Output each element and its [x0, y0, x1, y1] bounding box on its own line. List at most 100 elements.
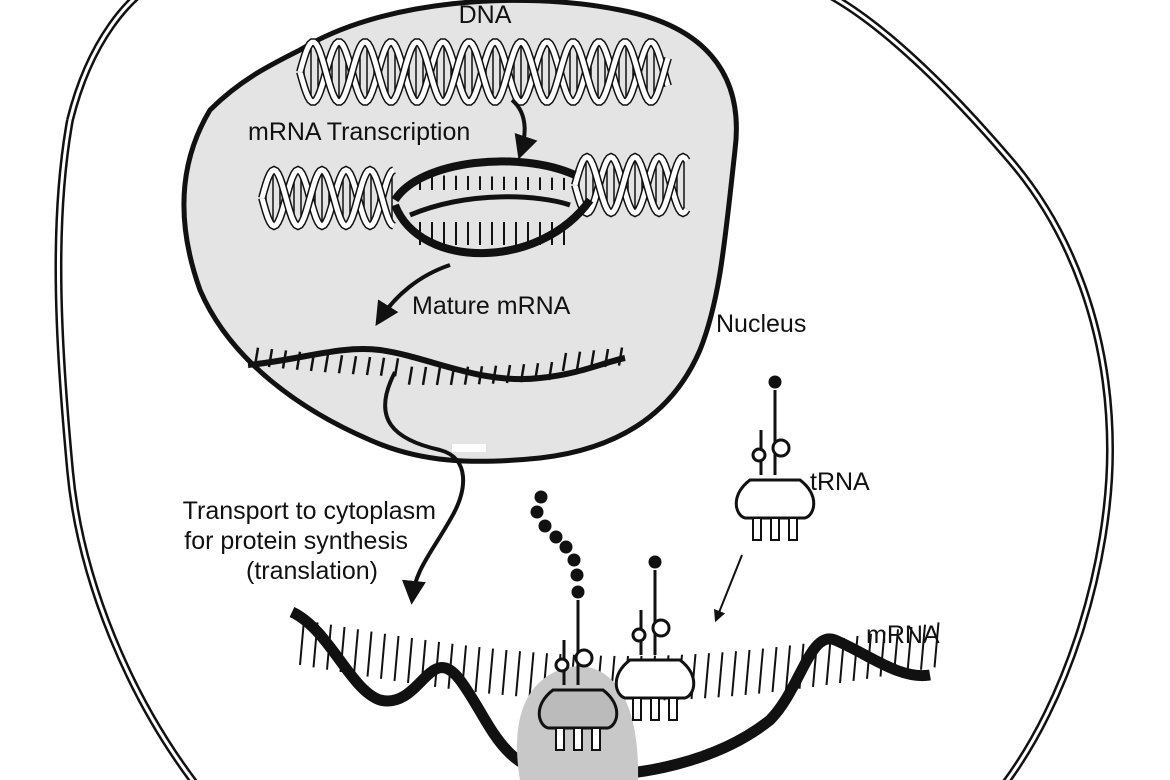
label-mrna: mRNA — [866, 621, 940, 649]
mrna-base — [920, 624, 926, 670]
dna-helix — [296, 38, 672, 106]
mrna-base — [380, 633, 386, 679]
mrna-base — [295, 351, 302, 370]
anticodon-base — [573, 727, 583, 751]
mrna-base — [299, 619, 305, 666]
mrna-base — [758, 648, 764, 694]
mrna-base — [731, 651, 737, 697]
trna-body — [614, 658, 696, 700]
mrna-base — [351, 356, 358, 375]
label-nucleus: Nucleus — [716, 310, 806, 338]
anticodon-base — [770, 517, 780, 541]
anticodon-base — [668, 697, 678, 721]
cell-membrane — [54, 0, 1115, 780]
nucleus — [181, 0, 739, 464]
trna-loop — [751, 447, 767, 463]
mrna-base — [515, 651, 521, 697]
mrna-base — [561, 352, 568, 372]
amino-acid — [534, 490, 548, 504]
label-dna: DNA — [459, 1, 512, 29]
mrna-base — [771, 646, 778, 693]
mrna-base — [744, 649, 751, 696]
mrna-base — [528, 652, 535, 698]
anticodon-base — [788, 517, 798, 541]
template-strand-top — [391, 157, 577, 203]
amino-acid — [530, 505, 544, 519]
mrna-backbone — [247, 346, 626, 383]
mature-mrna-strand — [247, 346, 626, 386]
amino-acid — [538, 519, 552, 533]
mrna-base — [617, 347, 624, 366]
anticodon-base — [591, 727, 601, 751]
helix-backbone-fill — [572, 154, 690, 216]
transport-path — [383, 371, 465, 605]
trna-free — [734, 375, 816, 541]
helix-backbone-fill — [297, 39, 671, 105]
amino-acid — [559, 540, 573, 554]
mrna-base — [421, 366, 428, 386]
label-mature-mrna: Mature mRNA — [412, 292, 571, 320]
trna-loop — [631, 627, 647, 643]
mrna-base — [323, 353, 330, 373]
mrna-base — [704, 653, 710, 699]
mrna-base — [449, 366, 456, 386]
mrna-base — [309, 352, 316, 372]
label-trna: tRNA — [810, 468, 870, 496]
mrna-base — [717, 652, 724, 698]
label-transcription: mRNA Transcription — [248, 118, 470, 146]
helix-backbone-fill — [259, 167, 396, 229]
amino-acid — [768, 375, 782, 389]
arrow-trna-to-mrna — [713, 554, 743, 623]
amino-acid — [571, 585, 585, 599]
amino-acid — [549, 530, 563, 544]
mrna-base — [267, 348, 274, 368]
mrna-base — [491, 365, 498, 384]
mrna-base — [435, 366, 442, 386]
mrna-base — [366, 631, 373, 677]
trna-loop — [554, 657, 570, 673]
arrow-to-mature-mrna — [375, 263, 451, 327]
mrna-base — [337, 355, 344, 374]
mrna-base — [589, 350, 596, 369]
mrna-base — [501, 649, 508, 696]
mrna-base — [365, 356, 372, 376]
mrna-base — [906, 626, 913, 673]
mrna-base — [533, 362, 540, 382]
helix-backbone-fill — [572, 154, 690, 216]
mrna-base — [407, 637, 413, 684]
mrna-base — [519, 363, 526, 383]
mrna-base — [575, 351, 582, 370]
mrna-base — [825, 639, 832, 686]
trna-body — [734, 478, 816, 520]
anticodon-base — [632, 697, 642, 721]
mrna-base — [505, 364, 512, 384]
trna-at-ribosome — [537, 600, 619, 751]
trna-body — [537, 688, 619, 730]
mrna-base — [253, 347, 260, 366]
label-transport-line3: (translation) — [246, 557, 378, 585]
polypeptide-chain — [530, 490, 585, 599]
label-transport-line1: Transport to cytoplasm — [183, 497, 436, 525]
amino-acid — [570, 568, 584, 582]
mrna-base — [474, 646, 481, 693]
mrna-base — [547, 361, 554, 381]
mrna-base — [463, 366, 470, 385]
anticodon-base — [752, 517, 762, 541]
mrna-base — [785, 645, 791, 691]
template-strand-bottom — [391, 197, 594, 258]
mrna-base — [603, 348, 610, 368]
arrow-dna-to-transcription — [510, 98, 538, 160]
amino-acid — [567, 553, 581, 567]
new-mrna-strand — [409, 194, 571, 218]
trna-loop — [574, 648, 594, 668]
mrna-base — [353, 629, 359, 675]
trna-loop — [771, 438, 791, 458]
transcription-bubble — [258, 152, 691, 258]
label-transport-line2: for protein synthesis — [184, 527, 408, 555]
mrna-base — [281, 350, 288, 369]
amino-acid — [648, 555, 662, 569]
trna-entering — [614, 555, 696, 721]
trna-loop — [651, 618, 671, 638]
mrna-base — [477, 366, 484, 385]
